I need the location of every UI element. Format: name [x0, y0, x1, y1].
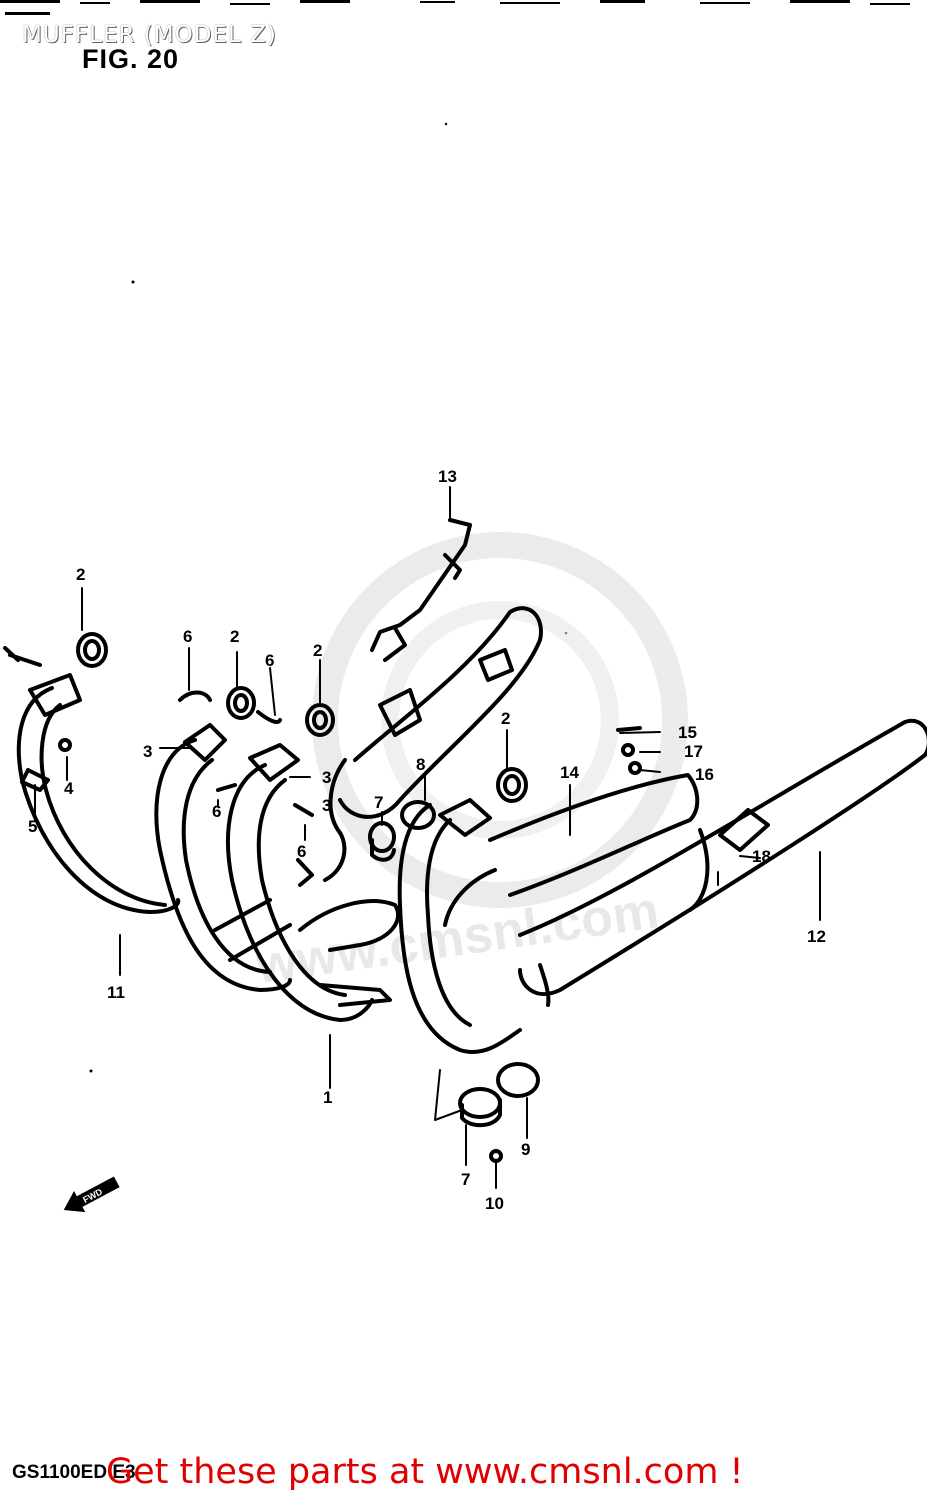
callout-17: 17: [684, 742, 703, 761]
ring-8: [400, 800, 436, 830]
bolt-10: [489, 1149, 503, 1163]
callout-5: 5: [28, 817, 37, 836]
sleeve-7b: [458, 1087, 502, 1119]
callout-11: 11: [107, 983, 125, 1002]
gasket-2d: [496, 767, 528, 803]
clamp-6c: [216, 783, 237, 792]
callout-2a: 2: [76, 565, 85, 584]
callout-12: 12: [807, 927, 826, 946]
line-art: [3, 486, 927, 1189]
bolt-4: [58, 738, 72, 752]
gasket-2a: [76, 632, 108, 668]
callout-16: 16: [695, 765, 714, 784]
bracket-18: [718, 808, 770, 852]
washer-16: [628, 761, 642, 775]
right-pipe: [397, 803, 522, 1054]
exhaust-pipe-2: [154, 738, 292, 992]
callout-3b: 3: [322, 768, 331, 787]
callout-2c: 2: [313, 641, 322, 660]
gasket-2b: [226, 686, 256, 720]
scan-noise: [0, 0, 910, 1073]
ad-banner-link[interactable]: Get these parts at www.cmsnl.com !: [106, 1452, 744, 1492]
callout-7b: 7: [461, 1170, 470, 1189]
bracket-13: [370, 518, 472, 652]
callout-9: 9: [521, 1140, 530, 1159]
clamp-6b: [256, 710, 282, 724]
callout-4: 4: [64, 779, 74, 798]
callout-labels: 13 2 6 2 6 2 2 15 17 16 3 3 3 4 5 8 14 7…: [28, 467, 826, 1213]
callout-6b: 6: [265, 651, 274, 670]
washer-17: [621, 743, 635, 757]
callout-2d: 2: [501, 709, 510, 728]
left-muffler: [338, 606, 543, 819]
callout-6d: 6: [297, 842, 306, 861]
diagram-caption: MUFFLER (MODEL Z): [22, 22, 277, 48]
callout-3c: 3: [322, 796, 331, 815]
right-muffler-12: [518, 718, 927, 997]
model-code: GS1100ED E3: [12, 1462, 136, 1483]
clamp-6a: [178, 690, 212, 702]
callout-6c: 6: [212, 802, 221, 821]
bolt-15: [616, 726, 642, 732]
callout-2b: 2: [230, 627, 239, 646]
callout-13: 13: [438, 467, 457, 486]
callout-10: 10: [485, 1194, 504, 1213]
pipe-14: [488, 773, 700, 897]
figure-title: FIG. 20: [82, 44, 180, 74]
callout-7a: 7: [374, 793, 383, 812]
callout-15: 15: [678, 723, 697, 742]
watermark: www.cmsnl.com: [252, 532, 688, 995]
callout-6a: 6: [183, 627, 192, 646]
clamp-9: [496, 1062, 540, 1098]
exhaust-pipe-1: [226, 763, 374, 1022]
callout-3a: 3: [143, 742, 152, 761]
callout-8: 8: [416, 755, 425, 774]
callout-18: 18: [752, 847, 771, 866]
fwd-arrow-icon: FWD: [63, 1176, 120, 1213]
clamp-6d: [293, 803, 314, 817]
callout-1: 1: [323, 1088, 332, 1107]
callout-14: 14: [560, 763, 579, 782]
exhaust-pipe-11: [16, 686, 181, 914]
